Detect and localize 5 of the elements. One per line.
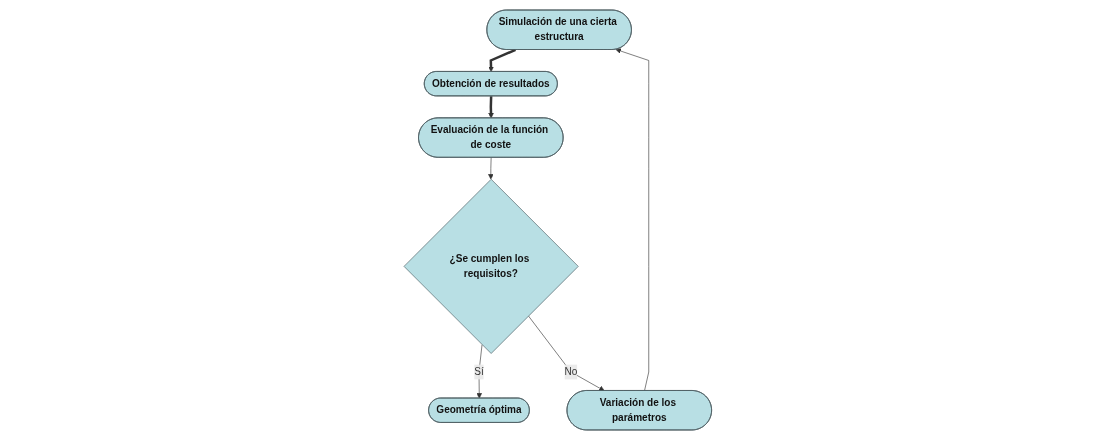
edge-label: No <box>564 365 578 377</box>
arrow <box>487 48 516 72</box>
edge-label: Sí <box>473 365 484 377</box>
node-diamond: ¿Se cumplen los requisitos? <box>403 178 579 354</box>
arrow <box>487 95 494 118</box>
